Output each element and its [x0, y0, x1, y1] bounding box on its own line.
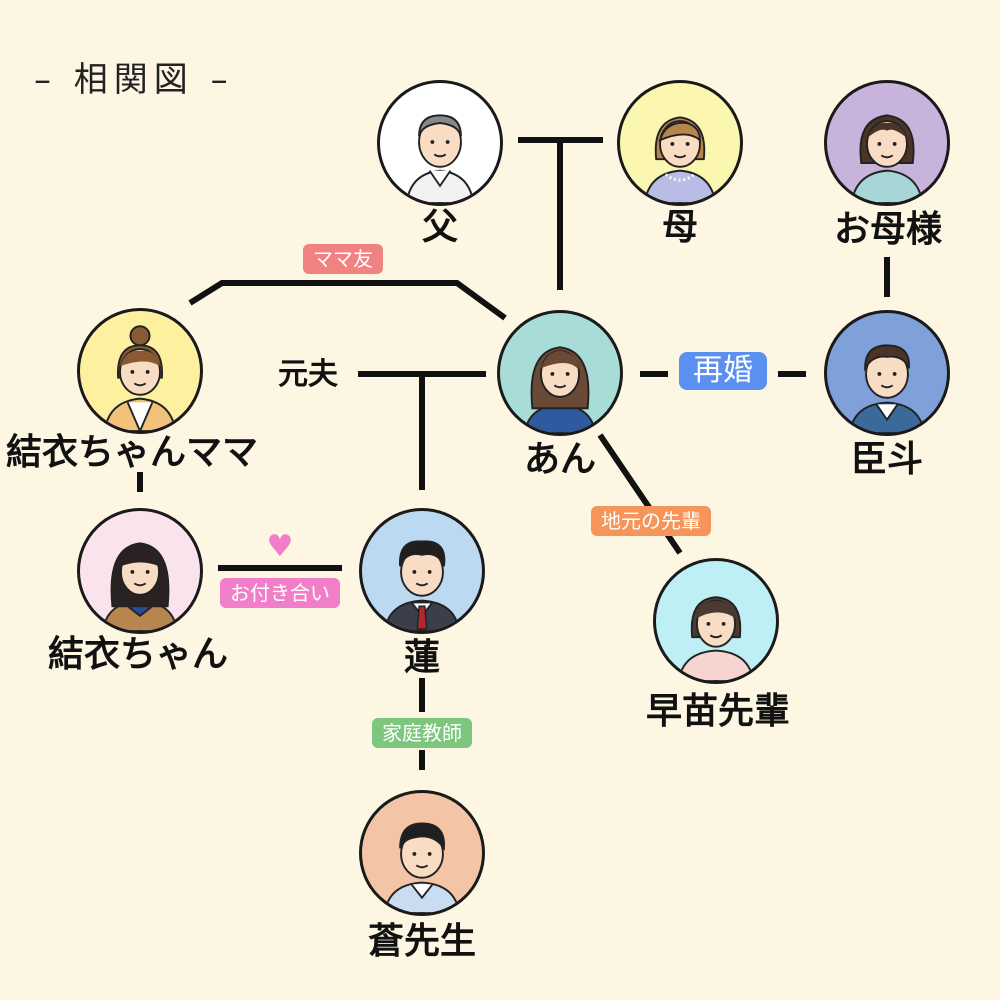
omi-avatar [824, 310, 950, 436]
moto-otto-label: 元夫 [278, 357, 338, 392]
sanae-name: 早苗先輩 [645, 691, 791, 732]
yui-name: 結衣ちゃん [47, 634, 229, 675]
omi-name: 臣斗 [850, 439, 924, 480]
ao-sensei-name: 蒼先生 [367, 921, 477, 962]
mother-name: 母 [661, 207, 699, 248]
diagram-title: – 相関図 – [34, 60, 234, 100]
okaasama-name: お母様 [833, 209, 943, 250]
ren-name: 蓮 [403, 637, 441, 678]
an-name: あん [523, 439, 597, 480]
heart-icon: ♥ [266, 529, 294, 564]
saikon-tag: 再婚 [679, 352, 767, 390]
jimoto-senpai-tag: 地元の先輩 [591, 506, 711, 536]
father-name: 父 [421, 207, 459, 248]
yui-avatar [77, 508, 203, 634]
an-avatar [497, 310, 623, 436]
mama-tomo-tag: ママ友 [303, 244, 383, 274]
okaasama-avatar [824, 80, 950, 206]
otsukiai-tag: お付き合い [220, 578, 340, 608]
katei-kyoushi-tag: 家庭教師 [372, 718, 472, 748]
father-avatar [377, 80, 503, 206]
yui-mama-avatar [77, 308, 203, 434]
mother-avatar [617, 80, 743, 206]
mama-tomo-line [188, 280, 507, 321]
yui-mama-name: 結衣ちゃんママ [5, 432, 259, 473]
sanae-avatar [653, 558, 779, 684]
ren-avatar [359, 508, 485, 634]
ao-sensei-avatar [359, 790, 485, 916]
